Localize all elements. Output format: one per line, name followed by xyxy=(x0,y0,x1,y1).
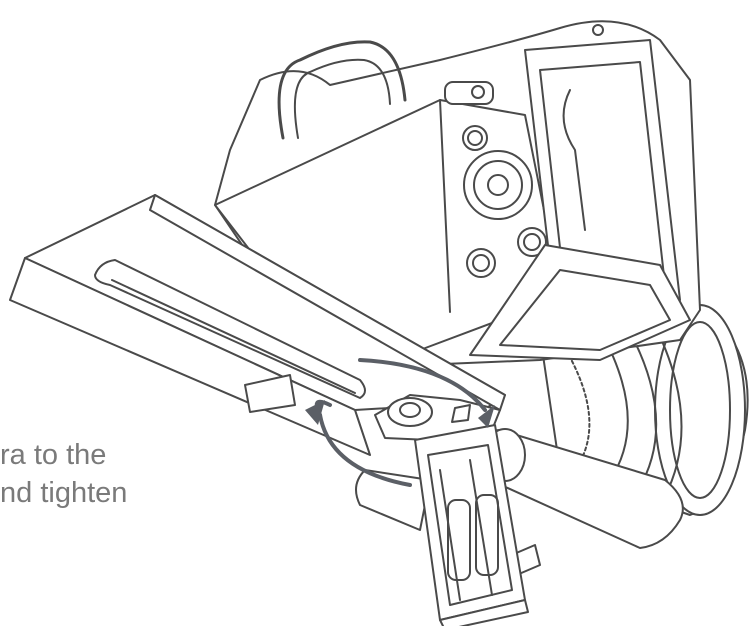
caption-line-2: nd tighten xyxy=(0,477,128,509)
caption-line-1: ra to the xyxy=(0,439,107,471)
arrow-head-icon xyxy=(305,400,325,425)
arrow-head-icon xyxy=(478,405,495,428)
rod-clamp xyxy=(355,424,684,626)
instruction-caption: ra to the nd tighten xyxy=(0,436,127,512)
